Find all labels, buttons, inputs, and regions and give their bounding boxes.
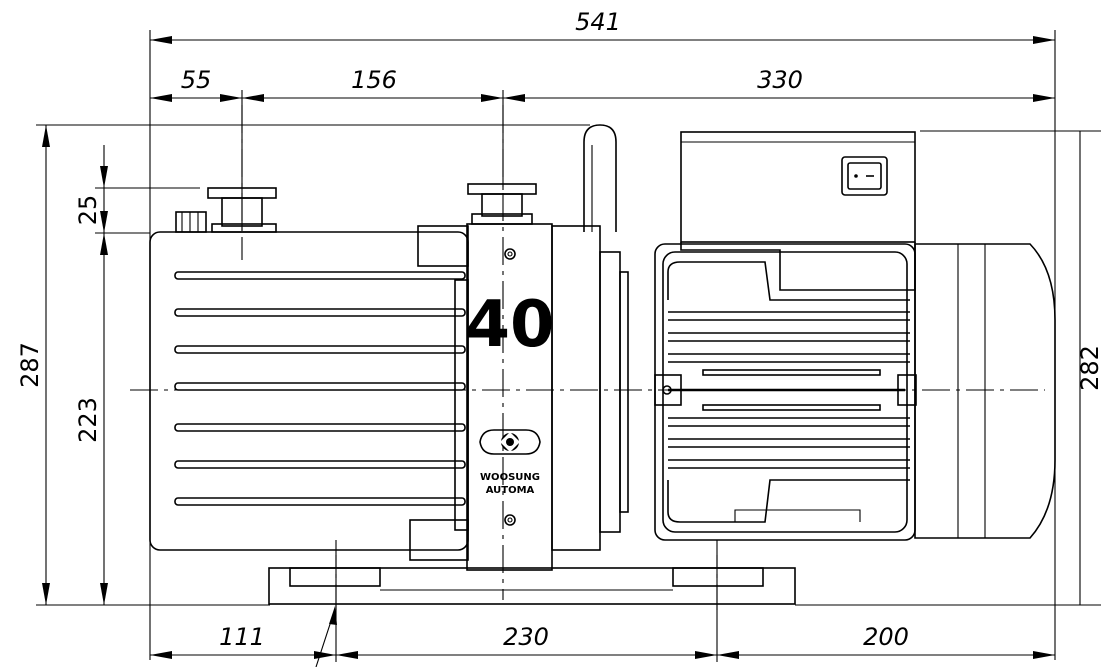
terminal-box xyxy=(680,131,916,243)
exhaust-port xyxy=(467,183,537,225)
dim-foot-spacing: 230 xyxy=(503,623,549,651)
motor xyxy=(654,131,1056,541)
dimension-labels: 541 55 156 330 111 230 200 287 223 25 28… xyxy=(16,8,1101,651)
dim-motor-height: 282 xyxy=(1076,345,1101,391)
cooling-fins xyxy=(174,271,466,506)
inlet-port xyxy=(175,187,277,233)
dim-foot-left: 111 xyxy=(219,623,265,651)
base-frame xyxy=(268,567,796,605)
fan-cover xyxy=(914,243,1056,539)
motor-fins xyxy=(668,311,910,469)
dimension-lines xyxy=(36,30,1101,667)
brand-name-line1: WOOSUNG xyxy=(480,472,540,483)
model-number: 40 xyxy=(465,288,554,362)
dim-overall-height: 287 xyxy=(16,342,44,388)
dim-inlet-height: 25 xyxy=(74,195,102,226)
power-switch xyxy=(841,156,888,196)
brand-name-line2: AUTOMA xyxy=(486,485,535,496)
dim-motor-section: 330 xyxy=(757,66,803,94)
dim-axis-height: 223 xyxy=(74,397,102,443)
dim-inlet-to-exhaust: 156 xyxy=(351,66,397,94)
pump-body: 40 WOOSUNG AUTOMA xyxy=(149,124,629,571)
brand-logo xyxy=(479,429,541,455)
dim-foot-right: 200 xyxy=(863,623,909,651)
dim-inlet-offset: 55 xyxy=(181,66,212,94)
carry-handle xyxy=(583,124,617,232)
dim-overall-length: 541 xyxy=(575,8,621,36)
